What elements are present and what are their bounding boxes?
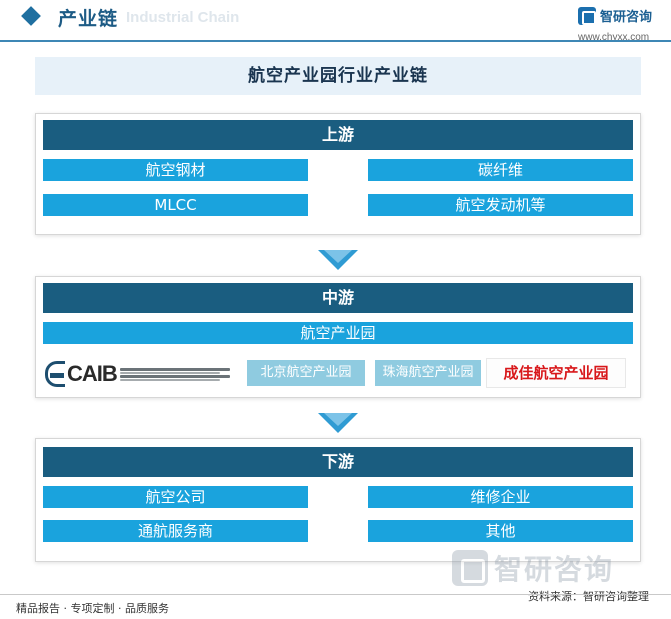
downstream-item: 维修企业 bbox=[368, 486, 633, 508]
downstream-section: 下游 航空公司 维修企业 通航服务商 其他 bbox=[35, 438, 641, 562]
caib-logo-icon bbox=[45, 361, 65, 387]
diagram-title: 航空产业园行业产业链 bbox=[35, 57, 641, 95]
caib-logo-lines bbox=[119, 367, 230, 381]
watermark-logo-icon bbox=[452, 550, 488, 586]
header-divider bbox=[0, 40, 671, 42]
upstream-item: 航空发动机等 bbox=[368, 194, 633, 216]
midstream-center-item: 航空产业园 bbox=[43, 322, 633, 344]
park-logo-chengjia: 成佳航空产业园 bbox=[486, 358, 626, 388]
upstream-item: MLCC bbox=[43, 194, 308, 216]
upstream-header: 上游 bbox=[43, 120, 633, 150]
caib-logo-word: CAIB bbox=[67, 361, 118, 386]
upstream-section: 上游 航空钢材 碳纤维 MLCC 航空发动机等 bbox=[35, 113, 641, 235]
downstream-item: 其他 bbox=[368, 520, 633, 542]
flow-arrow-down-icon bbox=[318, 413, 358, 433]
midstream-header: 中游 bbox=[43, 283, 633, 313]
downstream-item: 通航服务商 bbox=[43, 520, 308, 542]
footer-divider bbox=[0, 594, 671, 595]
caib-logo: CAIB bbox=[45, 359, 237, 389]
downstream-item: 航空公司 bbox=[43, 486, 308, 508]
downstream-header: 下游 bbox=[43, 447, 633, 477]
upstream-item: 航空钢材 bbox=[43, 159, 308, 181]
park-logo-beijing: 北京航空产业园 bbox=[247, 360, 365, 386]
upstream-item: 碳纤维 bbox=[368, 159, 633, 181]
brand-url: www.chyxx.com bbox=[578, 32, 650, 43]
watermark: 智研咨询 bbox=[452, 548, 614, 588]
header-title: 产业链 bbox=[58, 8, 119, 30]
park-logo-zhuhai: 珠海航空产业园 bbox=[375, 360, 481, 386]
header-subtitle: Industrial Chain bbox=[126, 9, 240, 26]
midstream-section: 中游 航空产业园 CAIB 北京航空产业园 珠海航空产业园 成佳航空产业园 bbox=[35, 276, 641, 398]
footer-slogan: 精品报告 · 专项定制 · 品质服务 bbox=[16, 602, 169, 615]
brand-logo: 智研咨询 bbox=[578, 6, 652, 25]
source-note: 资料来源：智研咨询整理 bbox=[528, 590, 649, 603]
brand-logo-text: 智研咨询 bbox=[600, 10, 653, 25]
flow-arrow-down-icon bbox=[318, 250, 358, 270]
header-diamond-icon bbox=[21, 6, 41, 26]
watermark-text: 智研咨询 bbox=[494, 553, 615, 586]
brand-logo-icon bbox=[578, 6, 596, 25]
